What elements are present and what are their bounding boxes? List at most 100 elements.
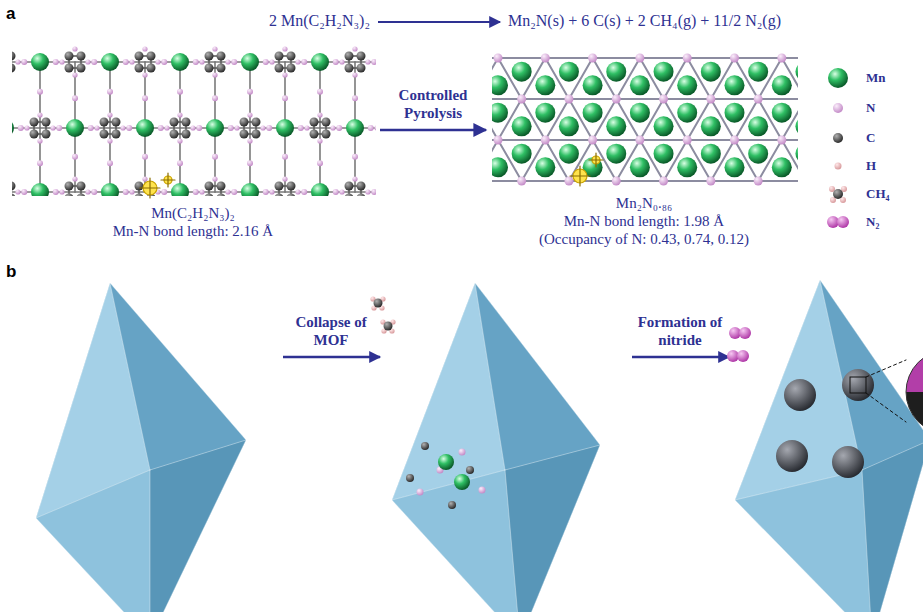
nitrogen-atom — [706, 95, 715, 104]
nitride-lattice — [492, 54, 798, 186]
nitrogen-atom — [683, 54, 692, 63]
bond — [319, 128, 321, 192]
bond — [498, 139, 545, 141]
manganese-atom — [438, 454, 454, 470]
octahedron-edge — [150, 440, 246, 470]
octahedron-edge — [36, 470, 150, 518]
nitrogen-atom — [247, 112, 252, 117]
bond — [545, 57, 592, 59]
manganese-atom — [772, 157, 792, 177]
nitrogen-atom — [158, 125, 164, 131]
nitrogen-atom — [129, 189, 134, 194]
reaction-arrow — [378, 21, 500, 23]
nitrogen-atom — [225, 59, 230, 64]
nitrogen-atom — [142, 95, 148, 101]
manganese-atom — [492, 75, 508, 95]
carbon-atom — [170, 130, 179, 139]
octahedron-face — [36, 470, 150, 612]
bond — [616, 180, 663, 182]
nitrogen-atom — [228, 125, 234, 131]
step-label: Formation of nitride — [632, 313, 728, 349]
nitrogen-atom — [282, 46, 287, 51]
formula-caption: Mn(C₂H₂N₃)₂ — [147, 204, 238, 222]
step-arrow — [283, 356, 380, 359]
carbon-atom — [345, 52, 354, 61]
origin-marker-cross — [579, 166, 580, 186]
process-arrow — [380, 129, 486, 132]
nitrogen-atom — [53, 189, 59, 195]
nitrogen-atom — [59, 189, 64, 194]
nitrogen-atom — [212, 72, 217, 77]
manganese-atom — [583, 75, 603, 95]
carbon-atom — [217, 194, 226, 197]
manganese-atom — [171, 183, 189, 196]
legend-text: CH₄ — [866, 186, 889, 202]
manganese-atom — [795, 116, 798, 136]
carbon-atom — [448, 501, 456, 509]
manganese-atom — [241, 53, 259, 71]
caption-text: Mn-N bond length: 2.16 Å — [109, 222, 277, 240]
carbon-atom — [205, 182, 214, 191]
manganese-atom — [677, 75, 697, 95]
nitrogen-atom — [15, 59, 20, 64]
octahedron-face — [735, 280, 923, 612]
carbon-atom — [30, 118, 39, 127]
octahedron-edge — [110, 283, 246, 440]
nitrogen-atom — [730, 54, 739, 63]
nitrogen-atom — [282, 95, 288, 101]
bond — [284, 62, 286, 128]
bond — [640, 139, 687, 141]
nitrogen-atom — [72, 95, 78, 101]
legend-icon — [826, 154, 850, 178]
framework-fragments — [406, 442, 486, 509]
bond — [735, 139, 782, 141]
nitrogen-atom — [37, 112, 42, 117]
carbon-atom — [77, 64, 86, 73]
carbon-atom — [65, 64, 74, 73]
nitrogen-atom — [72, 46, 77, 51]
nitrogen-atom — [18, 125, 24, 131]
nitride-structure: Mn₂N₀.₈₆Mn-N bond length: 1.98 Å(Occupan… — [488, 50, 800, 252]
methane-molecule — [370, 296, 385, 310]
bond — [522, 98, 569, 100]
carbon-atom — [466, 466, 474, 474]
octahedron-edge — [520, 445, 600, 612]
manganese-atom — [701, 144, 721, 164]
bond — [249, 62, 251, 128]
carbon-atom — [322, 118, 331, 127]
arrow-label: Controlled Pyrolysis — [383, 86, 483, 122]
octahedron-edge — [36, 283, 110, 518]
octahedron-face — [475, 283, 600, 470]
legend-atom — [828, 68, 848, 88]
nitrogen-atom — [247, 160, 253, 166]
nitrogen-atom — [196, 125, 202, 131]
carbon-atom — [217, 182, 226, 191]
carbon-atom — [374, 299, 383, 308]
nitrogen-atom — [94, 125, 99, 130]
nitrogen-atom — [777, 136, 786, 145]
manganese-atom — [606, 116, 626, 136]
carbon-atom — [421, 442, 429, 450]
bond — [179, 62, 181, 128]
zoom-particle-core — [906, 392, 923, 434]
carbon-atom — [287, 64, 296, 73]
manganese-atom — [654, 62, 674, 82]
carbon-atom — [77, 52, 86, 61]
bond — [249, 128, 251, 192]
nitrogen-atom — [142, 176, 147, 181]
carbon-atom — [112, 130, 121, 139]
nitrogen-atom — [107, 89, 113, 95]
manganese-atom — [559, 62, 579, 82]
nitrogen-atom — [263, 59, 269, 65]
nitrogen-atom — [517, 177, 526, 186]
octahedron-face — [505, 445, 600, 612]
precursor-lattice — [12, 46, 376, 196]
nitrogen-atom — [635, 54, 644, 63]
panel-letter: b — [6, 262, 16, 282]
bond — [354, 128, 356, 192]
nitrogen-atom — [336, 125, 342, 131]
nitride-particle — [784, 379, 816, 411]
nitrogen-atom — [142, 46, 147, 51]
nitrogen-atom — [417, 489, 424, 496]
bond — [179, 128, 181, 192]
